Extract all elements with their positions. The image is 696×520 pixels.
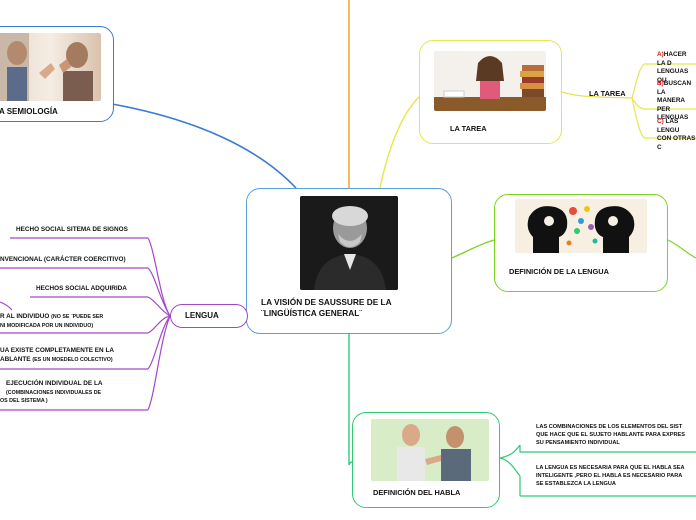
lengua-item-4[interactable]: R AL INDIVIDUO (NO SE ¨PUEDE SER NI MODI… bbox=[0, 313, 104, 329]
semiologia-label: A SEMIOLOGÍA bbox=[0, 107, 58, 116]
central-topic-node[interactable]: LA VISIÓN DE SAUSSURE DE LA ¨LINGÜÍSTICA… bbox=[246, 188, 452, 334]
lengua-item-5[interactable]: UA EXISTE COMPLETAMENTE EN LA ABLANTE (E… bbox=[0, 347, 114, 363]
lengua-node[interactable]: LENGUA bbox=[170, 304, 248, 328]
lengua-item-2[interactable]: NVENCIONAL (CARÁCTER COERCITIVO) bbox=[0, 256, 126, 263]
tarea-node[interactable]: LA TAREA bbox=[419, 40, 562, 144]
tarea-item-a[interactable]: A)HACER LA D LENGUAS QU bbox=[657, 51, 689, 84]
saussure-portrait-image bbox=[300, 196, 398, 290]
lengua-item-1[interactable]: HECHO SOCIAL SITEMA DE SIGNOS bbox=[16, 226, 128, 233]
sign-language-image bbox=[0, 33, 101, 101]
heads-ideas-image bbox=[515, 199, 647, 253]
habla-item-1[interactable]: LAS COMBINACIONES DE LOS ELEMENTOS DEL S… bbox=[536, 424, 685, 446]
lengua-item-3[interactable]: HECHOS SOCIAL ADQUIRIDA bbox=[36, 285, 127, 292]
definicion-lengua-title: DEFINICIÓN DE LA LENGUA bbox=[509, 267, 609, 276]
lengua-item-6[interactable]: EJECUCIÓN INDIVIDUAL DE LA (COMBINACIONE… bbox=[0, 380, 103, 405]
central-topic-title: LA VISIÓN DE SAUSSURE DE LA ¨LINGÜÍSTICA… bbox=[261, 297, 392, 318]
tarea-branch-label[interactable]: LA TAREA bbox=[589, 89, 626, 98]
tarea-item-b[interactable]: B)BUSCAN LA MANERA PER LENGUAS bbox=[657, 80, 692, 122]
lengua-label: LENGUA bbox=[185, 311, 219, 320]
tarea-title: LA TAREA bbox=[450, 124, 487, 133]
definicion-habla-title: DEFINICIÓN DEL HABLA bbox=[373, 488, 461, 497]
semiologia-node[interactable]: A SEMIOLOGÍA bbox=[0, 26, 114, 122]
definicion-habla-node[interactable]: DEFINICIÓN DEL HABLA bbox=[352, 412, 500, 508]
tarea-item-c[interactable]: C) LAS LENGU CON OTRAS C bbox=[657, 118, 696, 151]
definicion-lengua-node[interactable]: DEFINICIÓN DE LA LENGUA bbox=[494, 194, 668, 292]
people-talking-image bbox=[371, 419, 489, 481]
girl-studying-image bbox=[434, 51, 546, 111]
habla-item-2[interactable]: LA LENGUA ES NECESARIA PARA QUE EL HABLA… bbox=[536, 465, 685, 487]
